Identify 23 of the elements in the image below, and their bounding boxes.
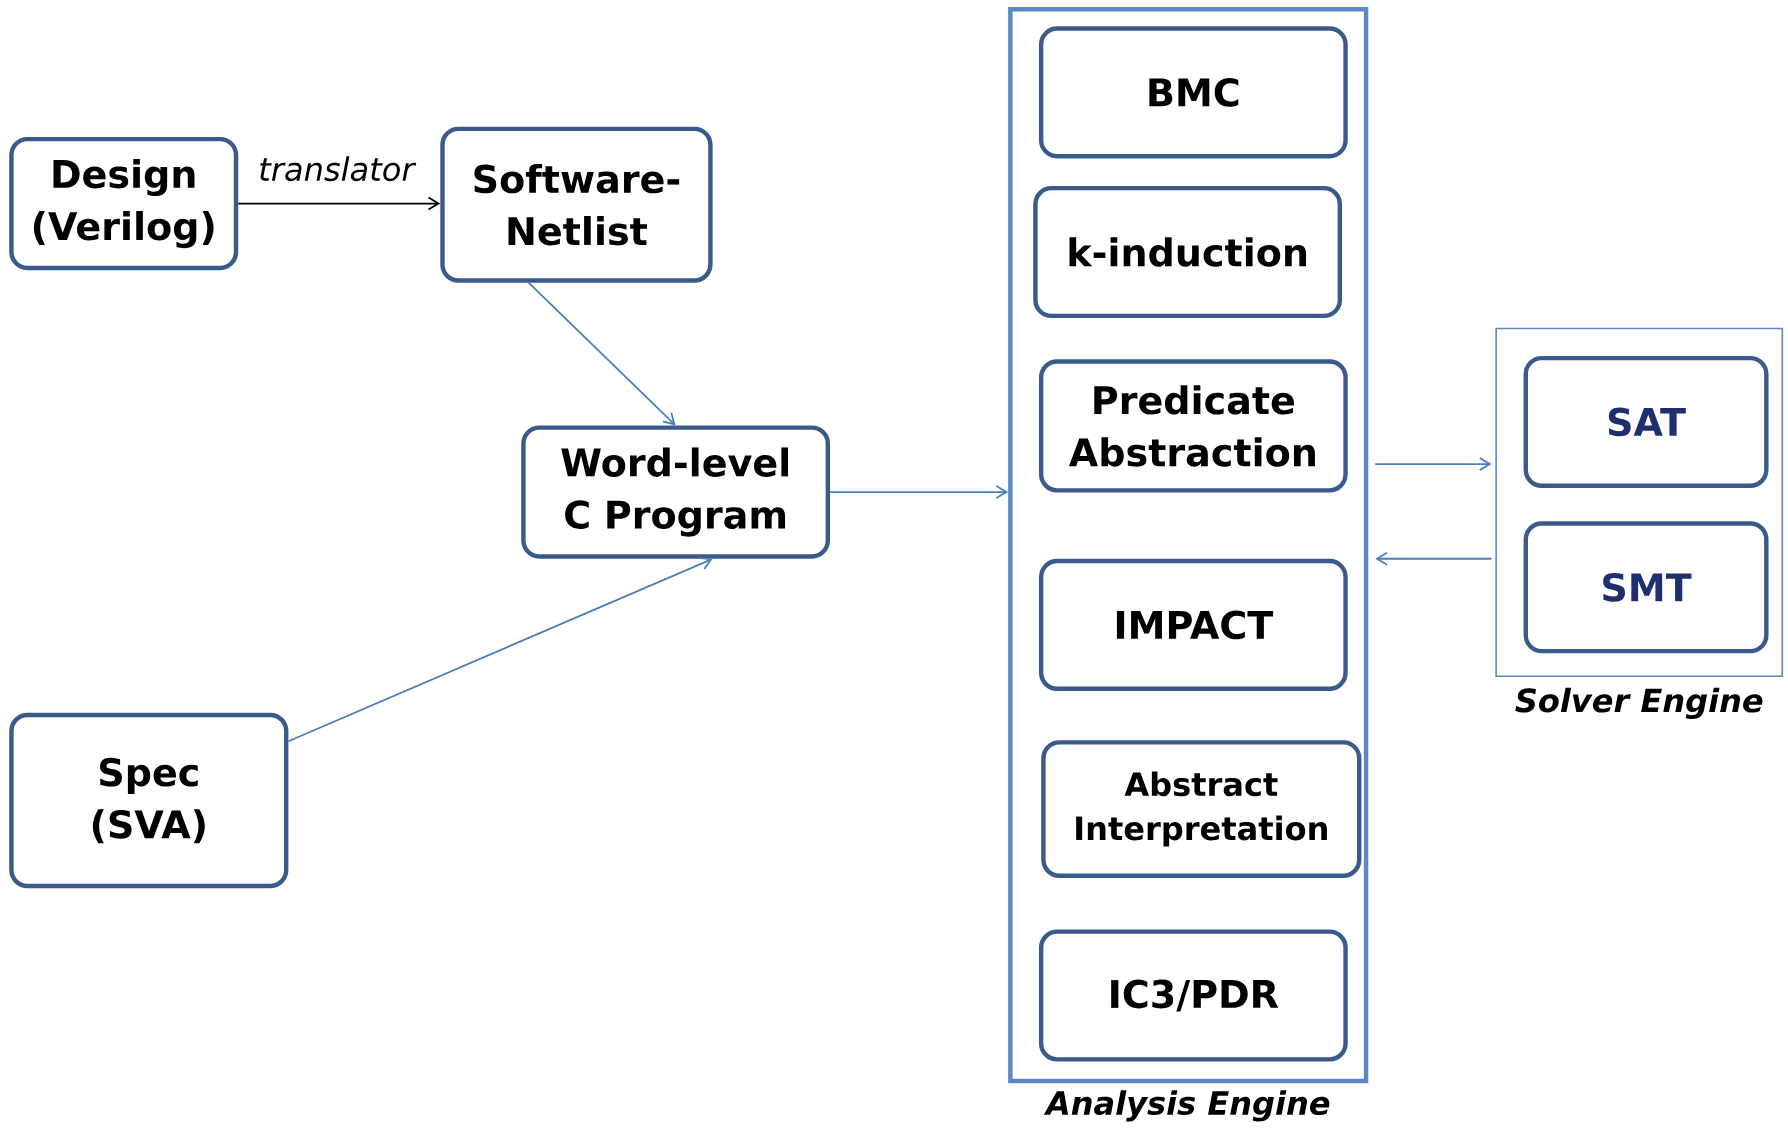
process-box: Software-Netlist (440, 126, 713, 283)
process-box: SAT (1523, 355, 1769, 488)
process-box: Design (Verilog) (9, 136, 239, 271)
process-box: k-induction (1033, 185, 1343, 319)
group-frame (1495, 327, 1784, 677)
arrow (287, 556, 713, 743)
group-title: Analysis Engine (1043, 1090, 1330, 1122)
process-box: SMT (1523, 521, 1769, 654)
arrow (527, 281, 676, 426)
group-frame (1008, 7, 1369, 1084)
process-box: Word-level C Program (521, 425, 831, 559)
edge-label: translator (260, 156, 417, 182)
arrow (1375, 551, 1493, 566)
arrow (829, 485, 1009, 499)
process-box: Spec (SVA) (9, 712, 289, 889)
process-box: IC3/PDR (1038, 929, 1348, 1062)
arrow (1374, 457, 1492, 471)
process-box: BMC (1038, 26, 1348, 159)
process-box: Abstract Interpretation (1041, 740, 1362, 878)
process-box: IMPACT (1038, 558, 1348, 691)
group-title: Solver Engine (1515, 687, 1763, 719)
arrow (237, 196, 441, 211)
process-box: Predicate Abstraction (1038, 359, 1348, 493)
